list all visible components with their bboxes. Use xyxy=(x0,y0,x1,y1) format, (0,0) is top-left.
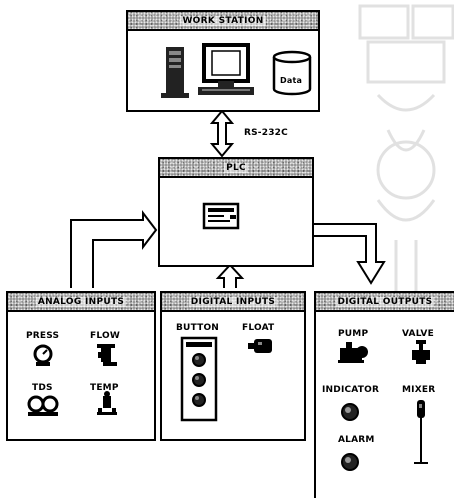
digital-in-to-plc-arrow xyxy=(218,265,242,288)
tds-meter-icon xyxy=(28,397,58,416)
server-tower-icon xyxy=(161,47,189,98)
plc-controller-icon xyxy=(204,204,238,228)
mixer-icon xyxy=(414,400,428,464)
analog-sensor-icons xyxy=(8,312,154,440)
database-label: Data xyxy=(280,76,302,85)
plc-titlebar: PLC xyxy=(160,159,312,178)
digital-inputs-title: DIGITAL INPUTS xyxy=(189,297,277,307)
analog-inputs-title: ANALOG INPUTS xyxy=(36,297,126,307)
flow-meter-icon xyxy=(97,344,117,366)
pressure-gauge-icon xyxy=(35,346,51,366)
digital-inputs-box: DIGITAL INPUTS BUTTON FLOAT xyxy=(160,291,306,441)
workstation-title: WORK STATION xyxy=(180,16,265,26)
digital-outputs-titlebar: DIGITAL OUTPUTS xyxy=(316,293,454,312)
analog-inputs-box: ANALOG INPUTS PRESS FLOW TDS TEMP xyxy=(6,291,156,441)
valve-icon xyxy=(412,340,430,364)
pump-icon xyxy=(338,342,368,363)
plc-box: PLC xyxy=(158,157,314,267)
workstation-titlebar: WORK STATION xyxy=(128,12,318,31)
indicator-light-icon xyxy=(342,404,358,420)
workstation-icons xyxy=(128,31,318,111)
digital-inputs-titlebar: DIGITAL INPUTS xyxy=(162,293,304,312)
plc-device xyxy=(160,178,312,266)
rs232-double-arrow xyxy=(212,111,232,156)
rs232c-label: RS-232C xyxy=(244,128,288,138)
computer-monitor-icon xyxy=(198,45,254,95)
database-cylinder-icon xyxy=(274,52,310,94)
alarm-icon xyxy=(342,454,358,470)
digital-output-icons xyxy=(316,312,454,500)
plc-title: PLC xyxy=(224,163,248,173)
float-switch-icon xyxy=(248,339,272,353)
button-panel-icon xyxy=(182,338,216,420)
analog-inputs-titlebar: ANALOG INPUTS xyxy=(8,293,154,312)
digital-input-icons xyxy=(162,312,304,440)
temperature-sensor-icon xyxy=(97,391,117,415)
digital-outputs-box: DIGITAL OUTPUTS PUMP VALVE INDICATOR MIX… xyxy=(314,291,454,498)
workstation-box: WORK STATION Data xyxy=(126,10,320,112)
plc-to-outputs-arrow xyxy=(312,224,384,283)
analog-to-plc-arrow xyxy=(71,213,156,288)
digital-outputs-title: DIGITAL OUTPUTS xyxy=(336,297,435,307)
